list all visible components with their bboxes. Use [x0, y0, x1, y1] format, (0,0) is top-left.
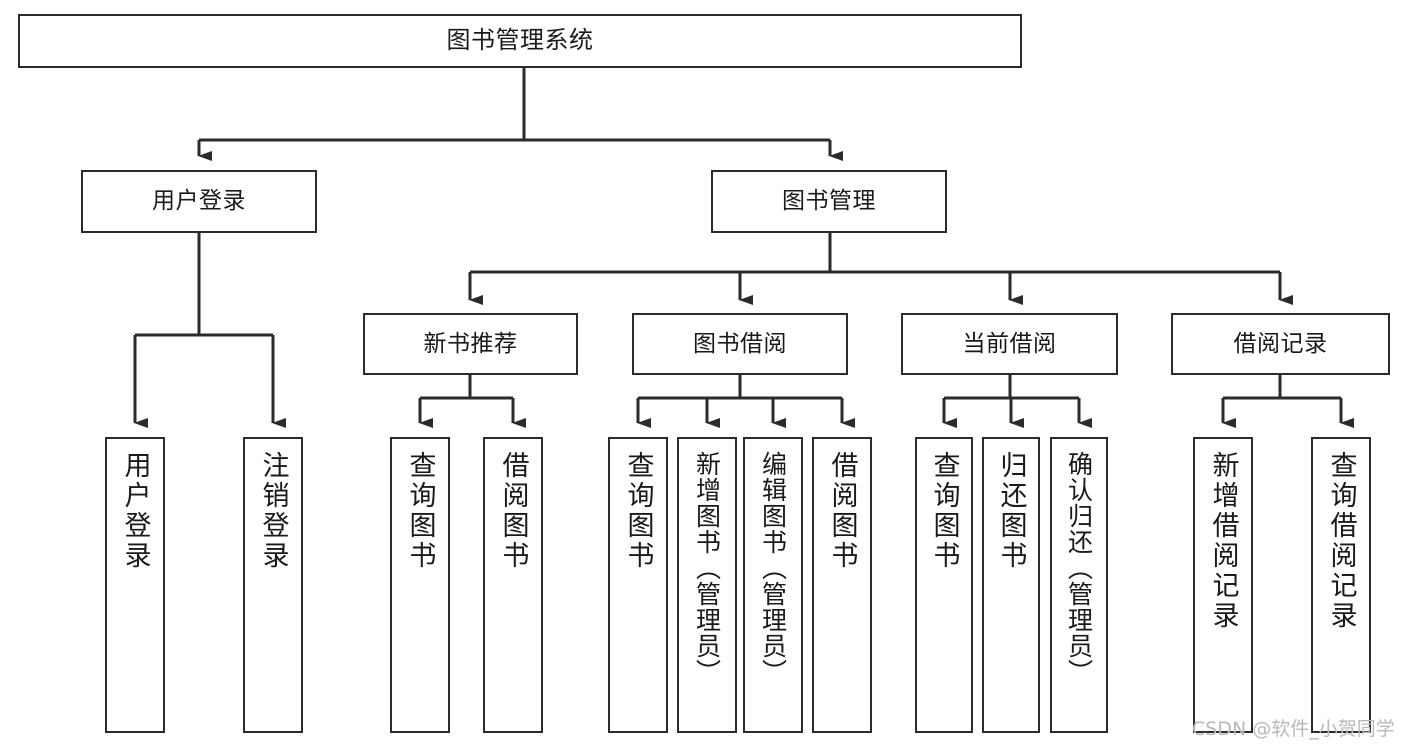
node-label: 当前借阅 — [962, 330, 1057, 357]
node-label: 图书借阅 — [693, 330, 787, 357]
node-label: 查询借阅记录 — [1325, 451, 1357, 631]
node-current-borrow[interactable]: 当前借阅 — [901, 313, 1118, 375]
node-label: 编辑图书（管理员） — [758, 451, 788, 685]
node-label: 借阅图书 — [497, 451, 529, 571]
node-leaf-query-borrow-record[interactable]: 查询借阅记录 — [1311, 437, 1371, 733]
node-label: 图书管理 — [782, 188, 876, 215]
node-leaf-query-book-borrow[interactable]: 查询图书 — [608, 437, 668, 733]
node-label: 新增借阅记录 — [1207, 451, 1239, 631]
node-borrow-record[interactable]: 借阅记录 — [1171, 313, 1390, 375]
node-label: 借阅记录 — [1233, 330, 1328, 357]
node-leaf-user-login[interactable]: 用户登录 — [105, 437, 165, 733]
node-book-borrow[interactable]: 图书借阅 — [632, 313, 848, 375]
node-label: 新书推荐 — [423, 330, 518, 357]
node-label: 查询图书 — [404, 451, 436, 571]
node-label: 查询图书 — [622, 451, 654, 571]
node-leaf-add-borrow-record[interactable]: 新增借阅记录 — [1193, 437, 1253, 733]
node-leaf-logout[interactable]: 注销登录 — [243, 437, 303, 733]
node-label: 确认归还（管理员） — [1064, 451, 1094, 685]
node-new-book-recommend[interactable]: 新书推荐 — [363, 313, 578, 375]
node-label: 借阅图书 — [826, 451, 858, 571]
node-label: 图书管理系统 — [446, 26, 594, 55]
node-root-book-management-system[interactable]: 图书管理系统 — [18, 14, 1022, 68]
node-label: 用户登录 — [119, 451, 151, 571]
node-leaf-return-book[interactable]: 归还图书 — [982, 437, 1040, 733]
csdn-watermark: CSDN @软件_小贺同学 — [1192, 718, 1395, 740]
node-label: 新增图书（管理员） — [692, 451, 722, 685]
node-label: 用户登录 — [152, 188, 246, 215]
node-book-management[interactable]: 图书管理 — [711, 170, 947, 233]
node-label: 注销登录 — [257, 451, 289, 571]
node-label: 归还图书 — [995, 451, 1027, 571]
node-leaf-edit-book-admin[interactable]: 编辑图书（管理员） — [743, 437, 803, 733]
node-user-login[interactable]: 用户登录 — [81, 170, 317, 233]
node-leaf-confirm-return-admin[interactable]: 确认归还（管理员） — [1050, 437, 1108, 733]
node-leaf-borrow-book-recommend[interactable]: 借阅图书 — [483, 437, 543, 733]
node-leaf-query-book-current[interactable]: 查询图书 — [915, 437, 973, 733]
node-leaf-borrow-book[interactable]: 借阅图书 — [812, 437, 872, 733]
node-label: 查询图书 — [928, 451, 960, 571]
node-leaf-add-book-admin[interactable]: 新增图书（管理员） — [677, 437, 737, 733]
node-leaf-query-book-recommend[interactable]: 查询图书 — [390, 437, 450, 733]
